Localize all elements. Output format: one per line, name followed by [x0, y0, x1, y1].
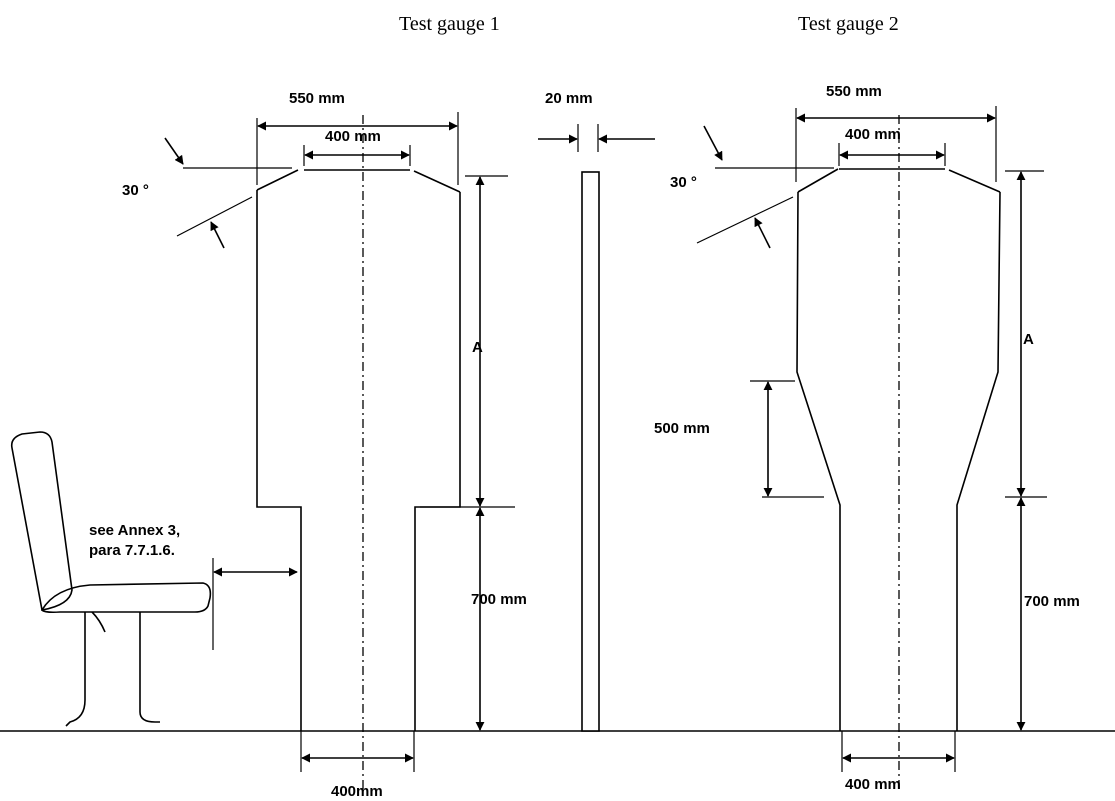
seat-drawing: [10, 431, 212, 727]
gauge-1-height-lower-label: 700 mm: [471, 591, 527, 608]
gauge-2-height-lower-label: 700 mm: [1024, 593, 1080, 610]
gauge-2-height-upper-label: A: [1023, 331, 1034, 348]
gauge-2-base-width-label: 400 mm: [845, 776, 901, 793]
gauge-1-angle-label: 30 °: [122, 182, 149, 199]
gauge-1-height-upper-label: A: [472, 339, 483, 356]
gauge-1-angle-arrow-bottom: [210, 221, 225, 249]
gauge-2-head-width-label: 400 mm: [845, 126, 901, 143]
seat-note-line2: para 7.7.1.6.: [89, 542, 175, 559]
gauge-1-base-width-label: 400mm: [331, 783, 383, 800]
gauge-1-angle-slope-line: [176, 196, 253, 237]
gauge-thickness-bar: [581, 171, 600, 732]
gauge-1-angle-arrow-top: [164, 137, 184, 165]
seat-note-line1: see Annex 3,: [89, 522, 180, 539]
gauge-2-angle-arrow-top: [703, 125, 723, 161]
gauge-2-angle-arrow-bottom: [754, 217, 771, 249]
gauge-2-angle-label: 30 °: [670, 174, 697, 191]
gauge-2-angle-slope-line: [696, 196, 794, 244]
gauge-1-width-top-label: 550 mm: [289, 90, 345, 107]
thickness-label: 20 mm: [545, 90, 593, 107]
gauge-2-outline: [796, 168, 1001, 731]
gauge-1-outline: [256, 169, 461, 731]
gauge-1-head-width-label: 400 mm: [325, 128, 381, 145]
title-test-gauge-1: Test gauge 1: [399, 13, 500, 35]
gauge-2-taper-height-label: 500 mm: [654, 420, 710, 437]
gauge-2-width-top-label: 550 mm: [826, 83, 882, 100]
title-test-gauge-2: Test gauge 2: [798, 13, 899, 35]
